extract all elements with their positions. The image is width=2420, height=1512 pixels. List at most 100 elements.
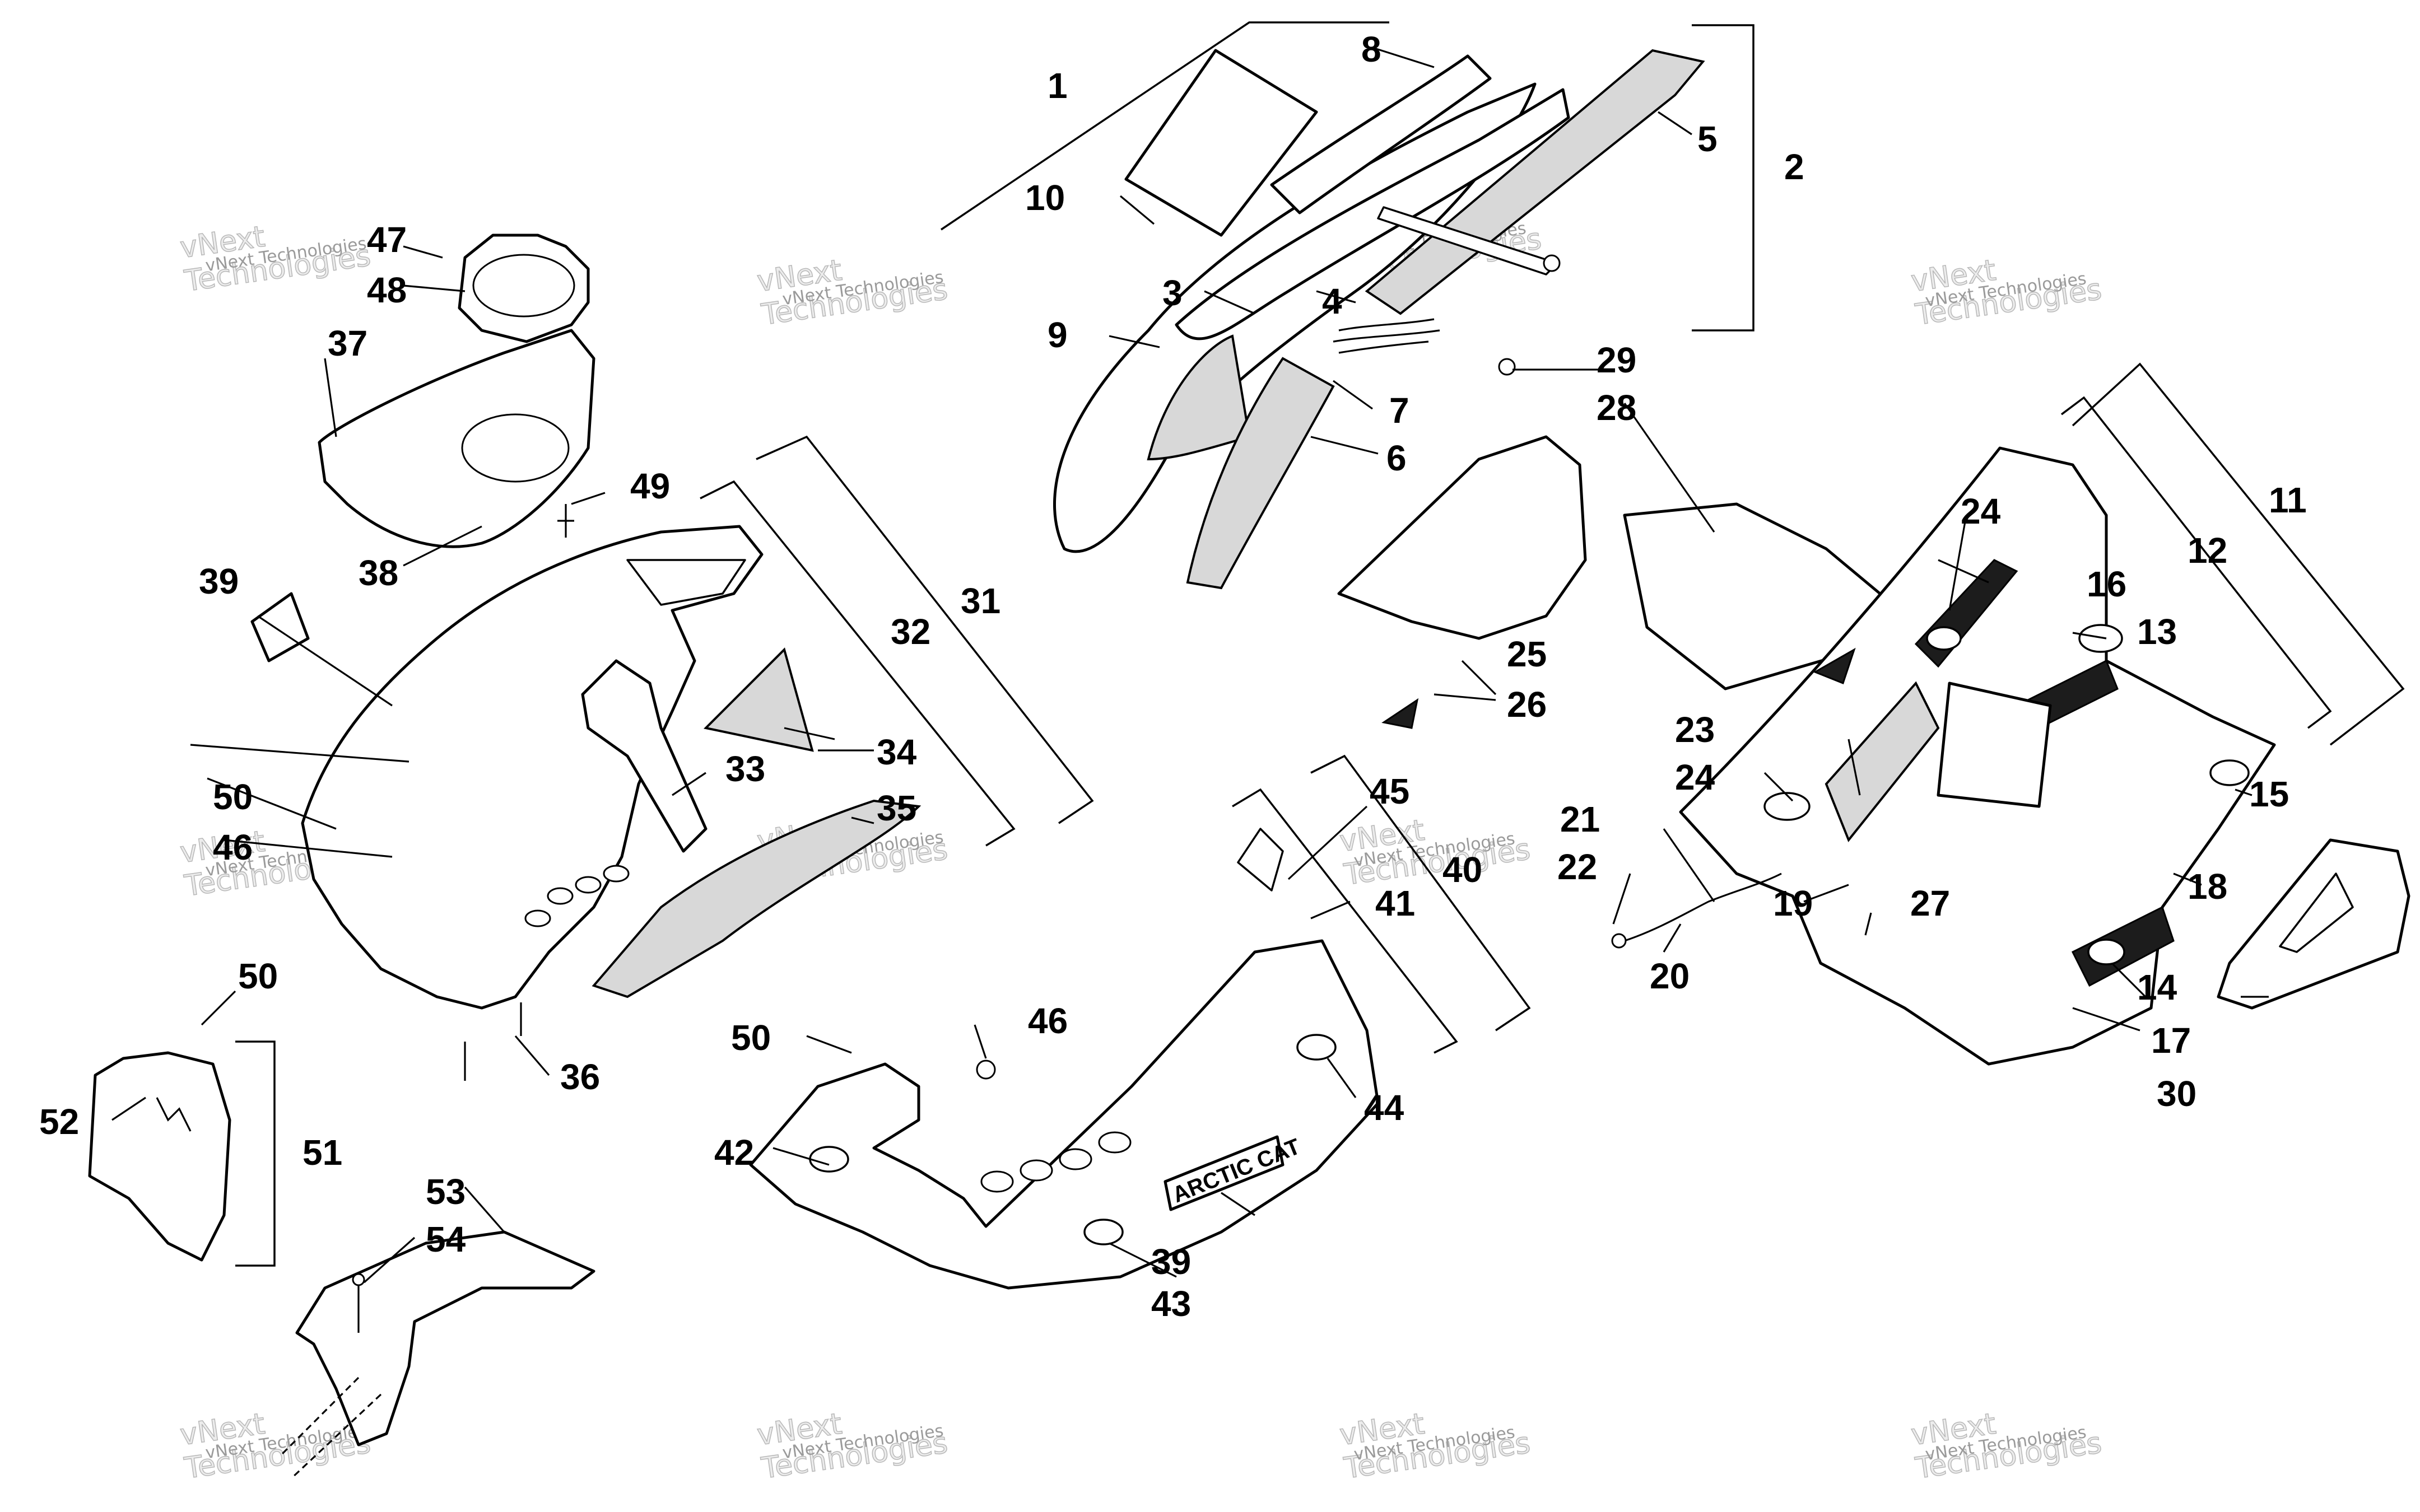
callout-4: 4	[1322, 281, 1342, 321]
watermark: vNext Technologies vNext Technologies	[178, 220, 373, 299]
callout-44: 44	[1364, 1088, 1404, 1128]
leader-lines	[111, 46, 2269, 1284]
clip-icon	[1498, 358, 1516, 376]
screw-head-icon	[352, 1273, 365, 1286]
foam-strip-part	[592, 799, 922, 998]
callout-46b: 46	[213, 827, 253, 867]
callout-50: 50	[213, 777, 253, 817]
watermark: vNext Technologies vNext Technologies	[755, 253, 950, 333]
windshield-trim-part	[1175, 88, 1570, 340]
vent-hole-icon	[1020, 1159, 1053, 1182]
grommet-icon	[976, 1060, 996, 1080]
callout-18: 18	[2188, 866, 2227, 907]
callout-46: 46	[1028, 1001, 1068, 1041]
callout-21: 21	[1560, 799, 1600, 839]
callout-17: 17	[2151, 1020, 2191, 1061]
callout-10: 10	[1025, 178, 1065, 218]
callout-41: 41	[1375, 883, 1415, 923]
pad-part	[1083, 1219, 1124, 1245]
callout-45: 45	[1370, 771, 1409, 811]
bumper-inner-icon	[2279, 872, 2354, 953]
callout-26: 26	[1507, 684, 1547, 725]
callout-37: 37	[328, 323, 367, 363]
side-shield-part	[88, 1051, 231, 1262]
callout-7: 7	[1389, 390, 1409, 431]
vent-hole-icon	[524, 909, 551, 927]
callout-25: 25	[1507, 634, 1547, 674]
callout-47: 47	[367, 220, 407, 260]
cover-part	[295, 1230, 595, 1446]
callout-53: 53	[426, 1172, 466, 1212]
vent-hole-icon	[980, 1170, 1014, 1193]
seal-part	[1147, 334, 1251, 461]
group-brackets	[235, 21, 2405, 1267]
shading-lines	[1333, 318, 1440, 354]
cable-part	[1624, 872, 1782, 942]
callout-54: 54	[426, 1219, 466, 1259]
callout-2: 2	[1784, 147, 1804, 187]
windshield-assembly	[1053, 49, 1705, 590]
pad-part	[809, 1146, 849, 1173]
callout-8: 8	[1361, 29, 1381, 69]
callout-11: 11	[2269, 480, 2307, 520]
callout-39b: 39	[1151, 1242, 1191, 1282]
callout-29: 29	[1597, 340, 1636, 380]
pad-part	[2209, 759, 2250, 786]
shading-lines	[156, 1097, 192, 1132]
callout-32: 32	[891, 612, 930, 652]
front-body-ridge	[626, 559, 746, 606]
callout-9: 9	[1048, 315, 1068, 355]
callout-30: 30	[2157, 1074, 2196, 1114]
pad-part	[1926, 626, 1962, 651]
cable-end-icon	[1611, 933, 1627, 949]
watermark: vNext Technologies vNext Technologies	[1909, 1407, 2104, 1486]
watermark: vNext Technologies vNext Technologies	[1909, 253, 2104, 333]
pad-part	[1763, 792, 1811, 821]
vent-window-part	[1937, 682, 2052, 808]
rivet-icon	[464, 1002, 522, 1081]
callout-51: 51	[302, 1132, 342, 1173]
callout-52: 52	[39, 1102, 79, 1142]
callout-15: 15	[2249, 774, 2289, 814]
vent-hole-icon	[547, 887, 574, 905]
callout-33: 33	[725, 749, 765, 789]
windshield-panel-part	[1124, 49, 1318, 237]
callout-24: 24	[1961, 491, 2001, 531]
decal-plate-part	[1164, 1135, 1285, 1211]
callout-22: 22	[1557, 847, 1597, 887]
bracket-group-1	[941, 21, 1389, 231]
pad-part	[2078, 624, 2123, 653]
callout-42: 42	[714, 1132, 754, 1173]
pad-part	[1296, 1034, 1337, 1061]
seal-lower-part	[1186, 357, 1335, 590]
airbox-plate-part	[318, 329, 595, 548]
callout-6: 6	[1386, 438, 1407, 478]
belly-pan-part	[749, 939, 1380, 1290]
callout-48: 48	[367, 270, 407, 310]
vent-hole-icon	[1059, 1148, 1092, 1170]
watermark: vNext Technologies vNext Technologies	[1337, 1407, 1533, 1486]
direction-arrow-icon	[1381, 698, 1419, 729]
callout-38: 38	[359, 553, 398, 593]
screw-icon	[557, 504, 574, 538]
belly-pan-assembly: ARCTIC CAT	[749, 828, 1380, 1290]
watermark: vNext Technologies vNext Technologies	[755, 1407, 950, 1486]
callout-16: 16	[2087, 564, 2126, 604]
callout-49: 49	[630, 466, 670, 506]
callout-23: 23	[1675, 710, 1715, 750]
callout-39: 39	[199, 561, 239, 601]
callout-31: 31	[961, 581, 1000, 621]
callout-50b: 50	[238, 956, 278, 996]
fastener-icon	[1543, 254, 1561, 272]
callout-3: 3	[1162, 273, 1183, 313]
foam-pad-part	[703, 647, 814, 752]
vent-hole-icon	[1098, 1131, 1132, 1154]
bracket-group-32	[700, 480, 1016, 847]
bracket-group-41	[1232, 788, 1458, 1054]
vent-hole-icon	[575, 876, 602, 894]
pad-part	[2087, 939, 2125, 965]
vent-hole-icon	[603, 865, 630, 883]
bracket-group-11	[2072, 362, 2405, 746]
mount-bracket-part	[581, 659, 708, 853]
